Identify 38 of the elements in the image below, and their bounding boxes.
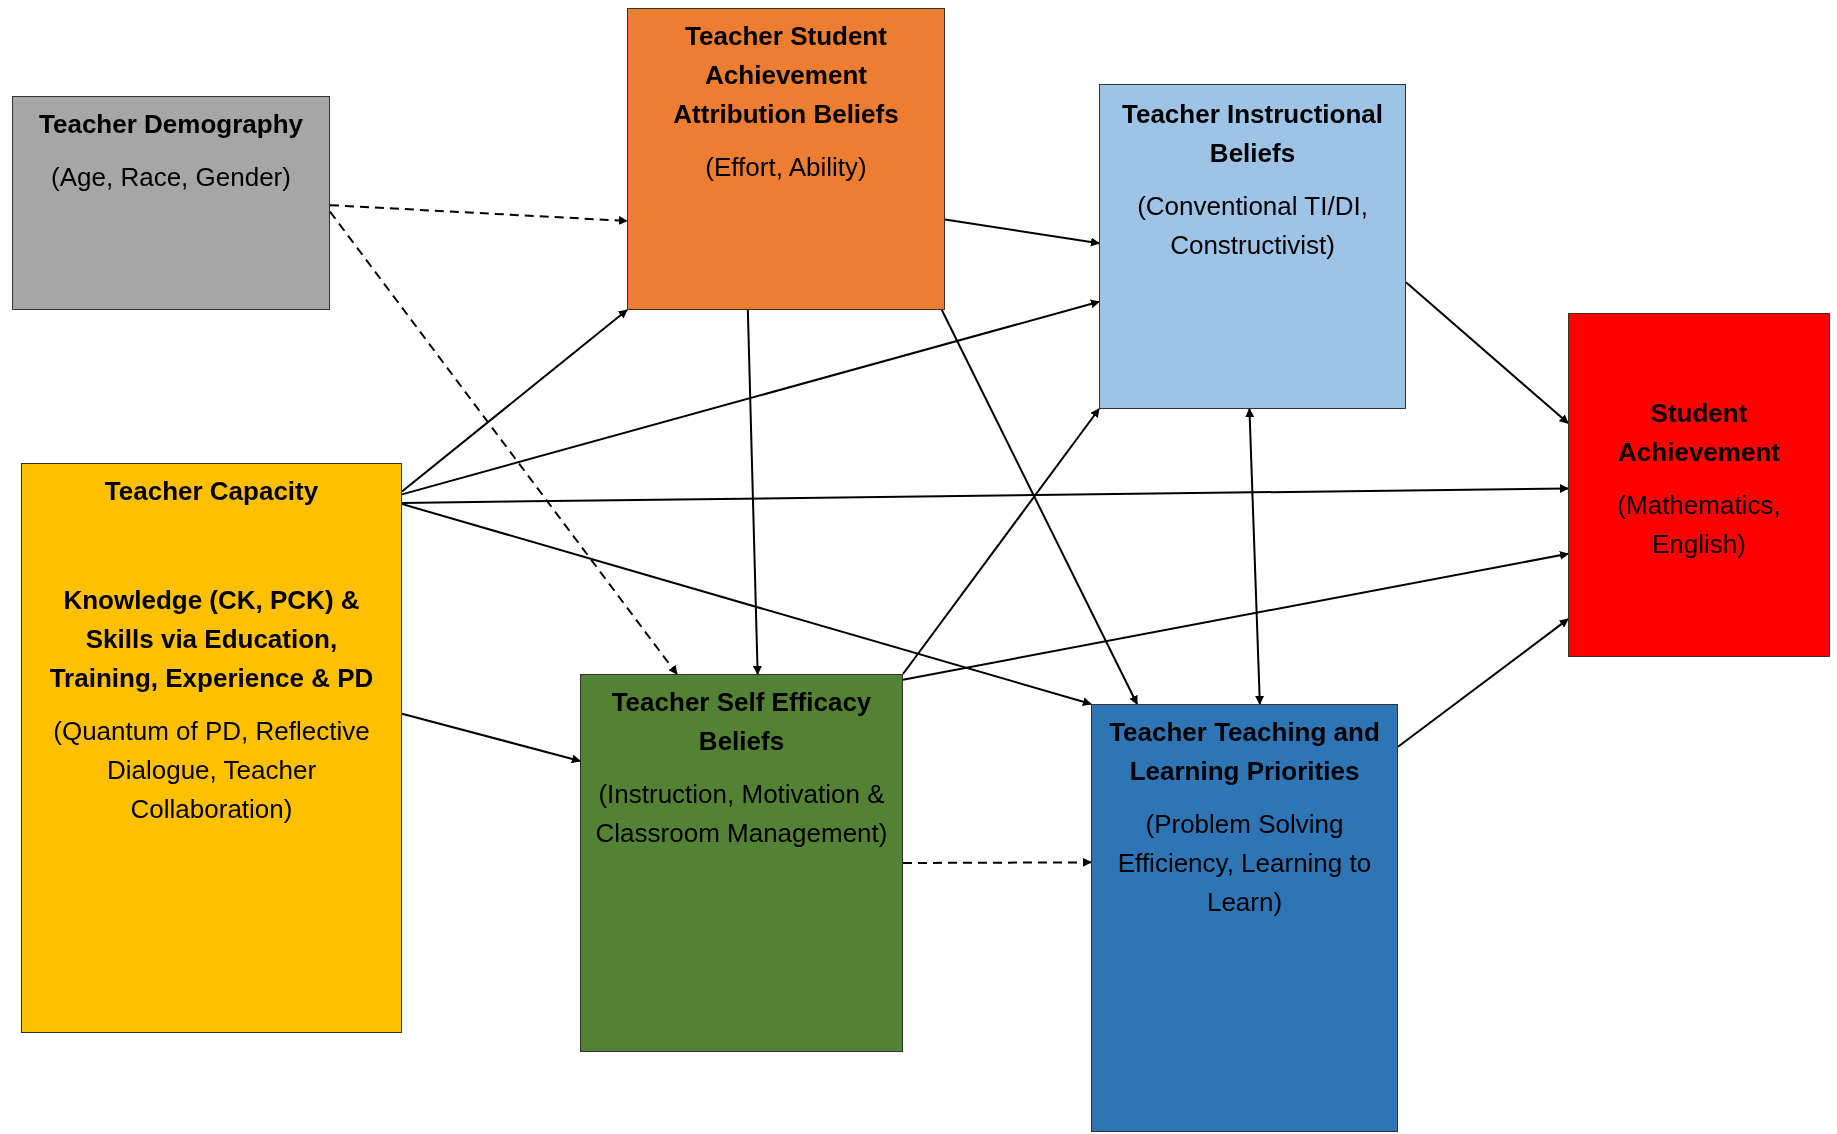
arrow (401, 309, 628, 493)
arrow (401, 484, 1569, 504)
concept-box (627, 8, 945, 310)
box-description: (Conventional TI/DI, Constructivist) (1136, 190, 1369, 262)
concept-box (12, 96, 330, 310)
arrow (1397, 618, 1569, 748)
concept-box (21, 463, 402, 1033)
box-description: (Quantum of PD, Reflective Dialogue, Teacher Collaboration) (52, 715, 371, 826)
arrow (902, 857, 1092, 867)
arrow (329, 204, 628, 225)
arrow (329, 210, 678, 675)
box-description: (Instruction, Motivation & Classroom Management) (594, 778, 889, 850)
concept-box (1091, 704, 1398, 1132)
concept-box (1099, 84, 1406, 409)
box-heading: Teacher Capacity (103, 475, 320, 508)
arrow (944, 218, 1100, 247)
arrow (1405, 281, 1569, 425)
box-heading: Teacher Demography (38, 108, 304, 141)
arrow (401, 712, 581, 764)
arrow (401, 503, 1092, 707)
box-description: (Mathematics, English) (1616, 489, 1782, 561)
box-heading: Teacher Teaching and Learning Priorities (1108, 716, 1381, 788)
concept-box (1568, 313, 1830, 657)
box-description: (Effort, Ability) (704, 151, 868, 184)
arrow (902, 550, 1569, 681)
arrow (940, 309, 1139, 705)
arrow (401, 299, 1100, 496)
arrow (1245, 408, 1265, 705)
arrow (902, 408, 1100, 675)
box-description: (Problem Solving Efficiency, Learning to Learn) (1116, 808, 1373, 919)
box-heading: Teacher Student Achievement Attribution Beliefs (672, 20, 900, 131)
box-subheading: Knowledge (CK, PCK) & Skills via Education, Training, Experience & PD (48, 584, 375, 695)
arrow (746, 309, 762, 675)
box-description: (Age, Race, Gender) (50, 161, 292, 194)
box-heading: Teacher Instructional Beliefs (1121, 98, 1384, 170)
box-heading: Teacher Self Efficacy Beliefs (610, 686, 873, 758)
box-heading: Student Achievement (1617, 397, 1781, 469)
concept-box (580, 674, 903, 1052)
